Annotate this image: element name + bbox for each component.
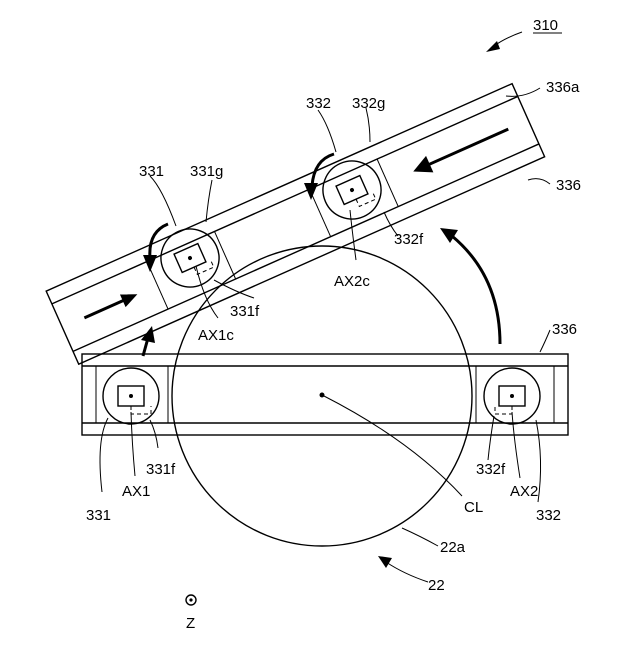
figure-ref-label: 310 [533, 17, 558, 34]
roller-top-left-g-label: 331g [190, 163, 223, 180]
roller-top-left-f-label: 331f [230, 303, 260, 320]
belt-top-a-label: 336a [546, 79, 580, 96]
roller-top-right-g-label: 332g [352, 95, 385, 112]
swing-arrow-right [440, 228, 500, 344]
axis-bottom-left-label: AX1 [122, 483, 150, 500]
roller-bottom-right-f-label: 332f [476, 461, 506, 478]
axis-bottom-right-label: AX2 [510, 483, 538, 500]
wafer-edge-label: 22a [440, 539, 466, 556]
roller-bottom-left-f-label: 331f [146, 461, 176, 478]
belt-bottom-label: 336 [552, 321, 577, 338]
wafer-label: 22 [428, 577, 445, 594]
lower-belt [82, 354, 568, 435]
axis-top-left-label: AX1c [198, 327, 234, 344]
roller-top-left-label: 331 [139, 163, 164, 180]
belt-top-label: 336 [556, 177, 581, 194]
roller-top-right-label: 332 [306, 95, 331, 112]
roller-bottom-right-label: 332 [536, 507, 561, 524]
roller-top-right-f-label: 332f [394, 231, 424, 248]
center-line-label: CL [464, 499, 483, 516]
z-axis-label: Z [186, 615, 195, 632]
wafer-center-point [320, 393, 325, 398]
roller-bottom-left-label: 331 [86, 507, 111, 524]
rotation-arrow-left [143, 224, 168, 272]
axis-top-right-label: AX2c [334, 273, 370, 290]
rotation-arrow-right [304, 154, 334, 200]
upper-belt [46, 84, 544, 365]
z-axis-symbol [186, 595, 196, 605]
